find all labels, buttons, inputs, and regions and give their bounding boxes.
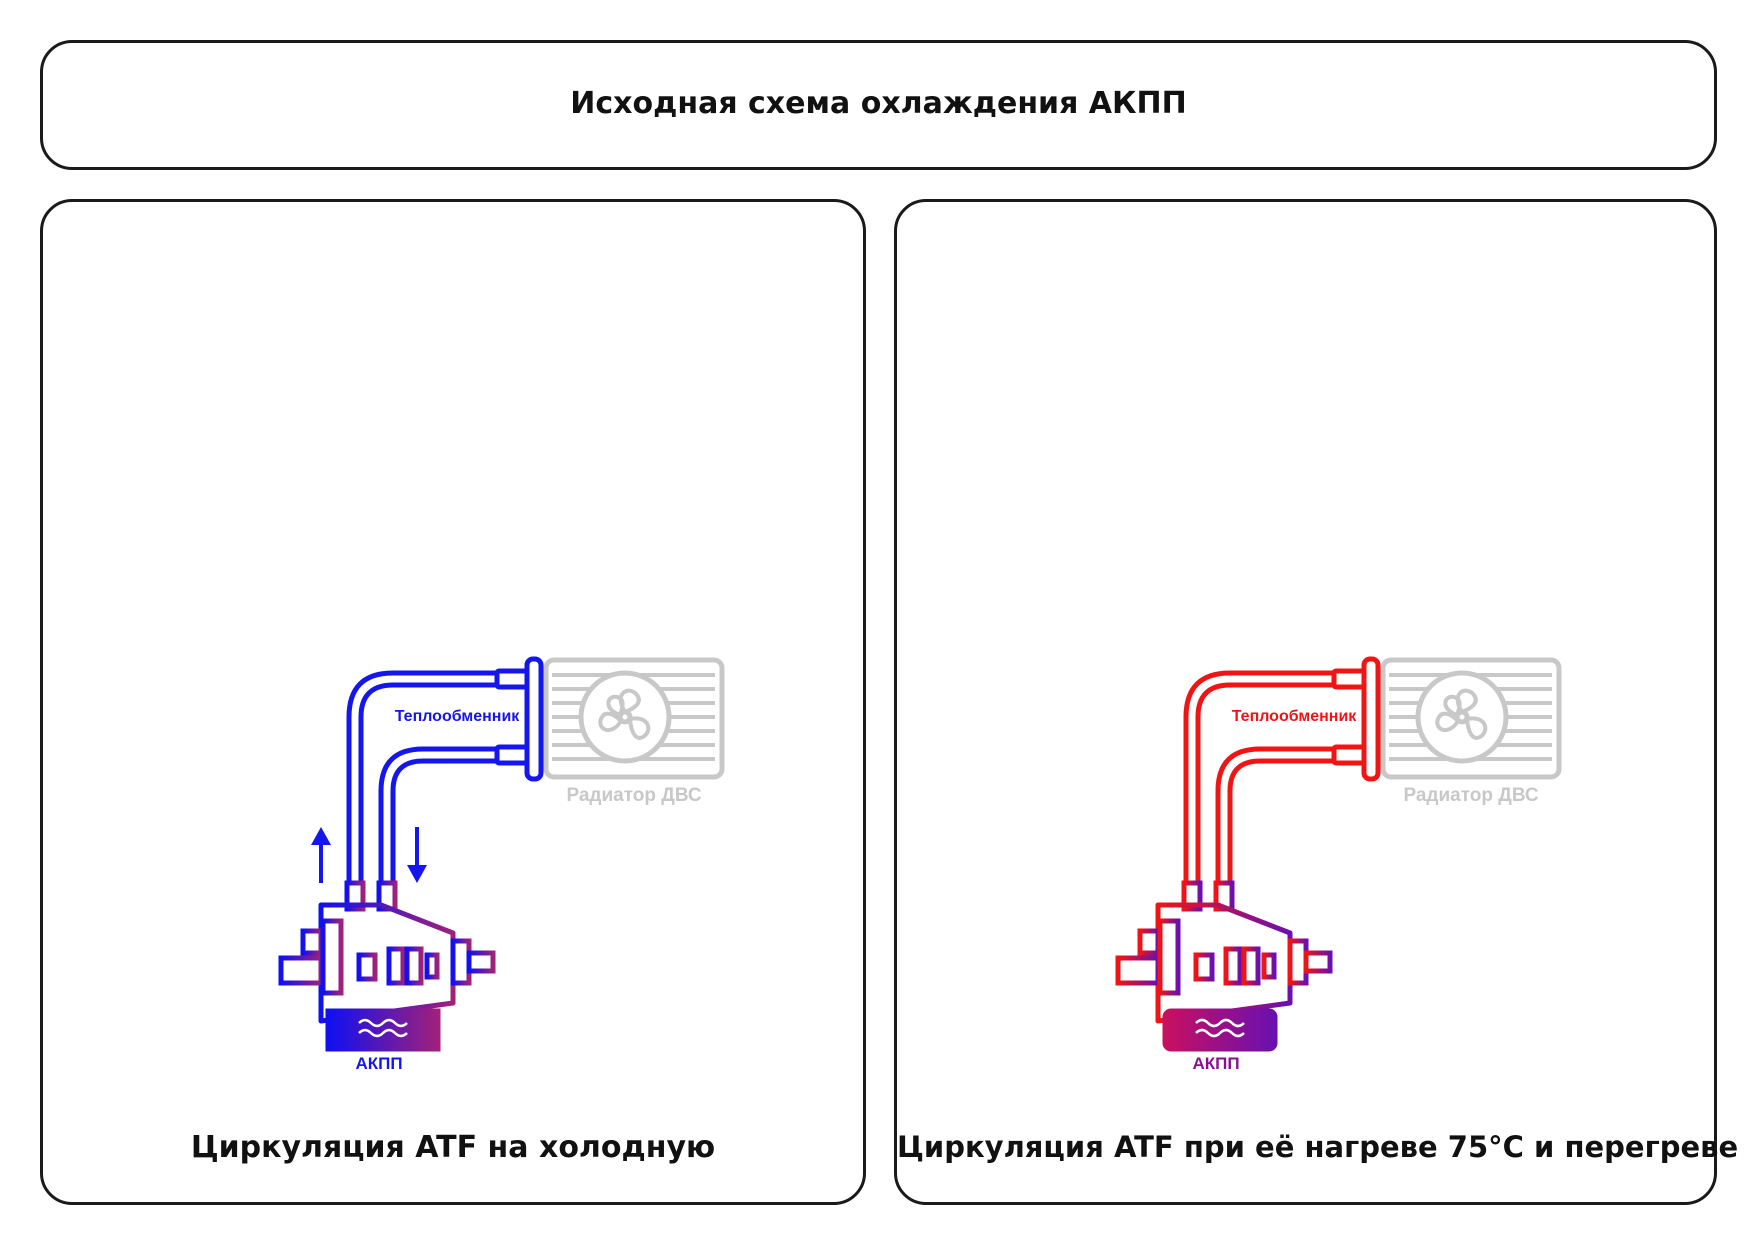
panel-caption: Циркуляция ATF при её нагреве 75°С и пер… (897, 1130, 1739, 1164)
transmission-icon (1115, 880, 1333, 1052)
radiator-label: Радиатор ДВС (1403, 785, 1538, 806)
flow-up-arrow-icon (311, 827, 331, 883)
atf-pipes (346, 670, 497, 883)
panel-cold: Радиатор ДВС Теплообменник (40, 199, 866, 1205)
gearbox-label: АКПП (1192, 1054, 1239, 1073)
hot-circulation-diagram: Радиатор ДВС Теплообменник (1115, 656, 1562, 1073)
gearbox-label: АКПП (355, 1054, 402, 1073)
flow-down-arrow-icon (407, 827, 427, 883)
page-title: Исходная схема охлаждения АКПП (570, 86, 1187, 121)
atf-pipes (1183, 670, 1334, 883)
exchanger-label: Теплообменник (395, 708, 521, 725)
cold-circulation-diagram: Радиатор ДВС Теплообменник (278, 656, 725, 1073)
transmission-icon (278, 880, 496, 1052)
exchanger-label: Теплообменник (1232, 708, 1358, 725)
header-box: Исходная схема охлаждения АКПП (40, 40, 1717, 170)
engine-radiator-icon (1380, 657, 1562, 780)
heat-exchanger-icon (494, 656, 544, 782)
radiator-label: Радиатор ДВС (566, 785, 701, 806)
panel-caption: Циркуляция ATF на холодную (190, 1130, 716, 1165)
engine-radiator-icon (543, 657, 725, 780)
panel-hot: Радиатор ДВС Теплообменник (894, 199, 1739, 1205)
heat-exchanger-icon (1331, 656, 1381, 782)
